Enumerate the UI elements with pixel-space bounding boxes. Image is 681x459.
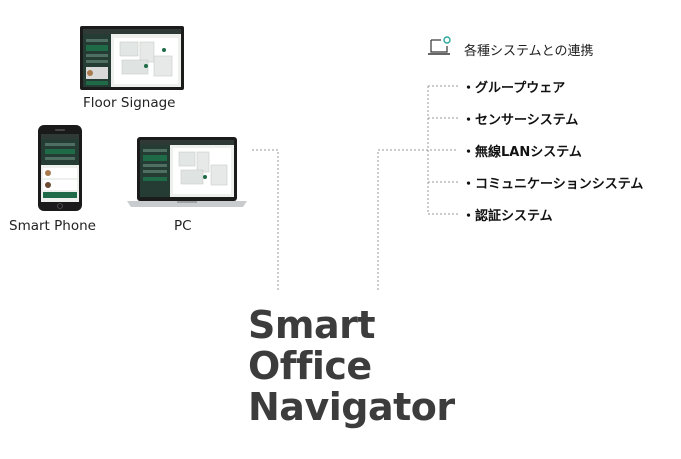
floor-signage-device [80, 26, 184, 92]
brand-connector [377, 149, 410, 290]
pc-label: PC [174, 218, 192, 234]
integration-item-authentication: ・認証システム [462, 209, 553, 224]
integration-item-communication: ・コミュニケーションシステム [462, 177, 644, 192]
brand-title: Smart Office Navigator [248, 305, 455, 428]
brand-line-smart: Smart [248, 303, 376, 347]
monitor-illustration [80, 26, 184, 90]
phone-illustration [38, 125, 82, 211]
integration-item-wireless-lan: ・無線LANシステム [462, 145, 582, 160]
pc-device [127, 137, 247, 209]
brand-line-navigator: Navigator [248, 385, 455, 429]
smart-phone-device [38, 125, 82, 211]
integrations-heading: 各種システムとの連携 [464, 44, 594, 59]
laptop-illustration [127, 137, 247, 207]
brand-line-office: Office [248, 344, 372, 388]
pc-connector [252, 149, 279, 290]
integration-item-sensor: ・センサーシステム [462, 113, 579, 128]
smart-phone-label: Smart Phone [9, 218, 96, 234]
laptop-sensor-icon [428, 36, 452, 58]
integration-item-groupware: ・グループウェア [462, 81, 566, 96]
floor-signage-label: Floor Signage [83, 95, 176, 111]
